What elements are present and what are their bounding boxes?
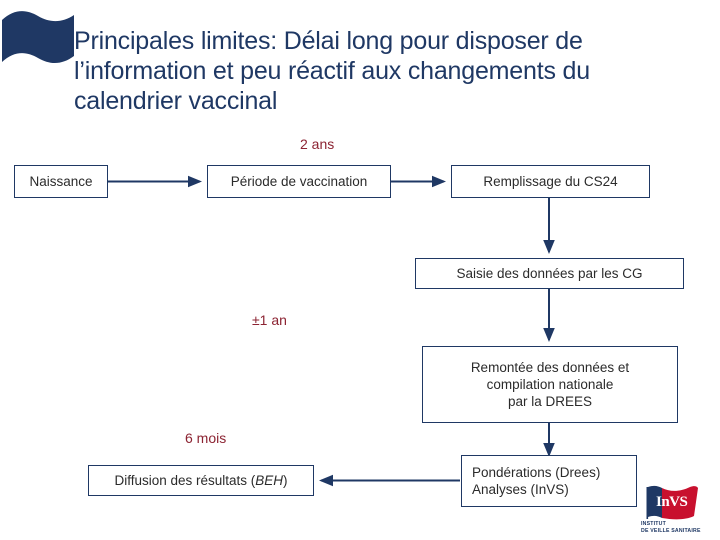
title-flag-icon: [0, 6, 76, 72]
box-diffusion-label-italic: BEH: [255, 473, 284, 488]
annotation-2-ans: 2 ans: [300, 136, 335, 152]
box-diffusion-label-prefix: Diffusion des résultats (: [114, 473, 256, 488]
box-saisie-donnees[interactable]: Saisie des données par les CG: [415, 258, 684, 289]
box-ponderations-label: Pondérations (Drees) Analyses (InVS): [472, 465, 601, 497]
box-remontee-donnees[interactable]: Remontée des données et compilation nati…: [422, 346, 678, 423]
box-remplissage-cs24[interactable]: Remplissage du CS24: [451, 165, 650, 198]
box-saisie-label: Saisie des données par les CG: [456, 266, 643, 281]
box-diffusion-label-suffix: ): [283, 473, 288, 488]
box-periode-label: Période de vaccination: [230, 174, 368, 189]
box-ponderations-analyses[interactable]: Pondérations (Drees) Analyses (InVS): [461, 455, 637, 507]
annotation-6-mois: 6 mois: [185, 430, 227, 446]
box-naissance[interactable]: Naissance: [14, 165, 108, 198]
box-remontee-label: Remontée des données et compilation nati…: [470, 360, 630, 409]
box-remplissage-label: Remplissage du CS24: [483, 174, 618, 189]
invs-logo-caption: INSTITUT DE VEILLE SANITAIRE: [641, 521, 701, 534]
invs-logo: InVS INSTITUT DE VEILLE SANITAIRE: [640, 485, 714, 537]
box-periode-de-vaccination[interactable]: Période de vaccination: [207, 165, 391, 198]
page-title: Principales limites: Délai long pour dis…: [74, 27, 590, 115]
box-diffusion-resultats[interactable]: Diffusion des résultats (BEH): [88, 465, 314, 496]
box-naissance-label: Naissance: [29, 174, 93, 189]
box-diffusion-label: Diffusion des résultats (BEH): [114, 472, 287, 489]
annotation-1-an: ±1 an: [252, 312, 287, 328]
invs-logo-wordmark: InVS: [656, 494, 688, 510]
